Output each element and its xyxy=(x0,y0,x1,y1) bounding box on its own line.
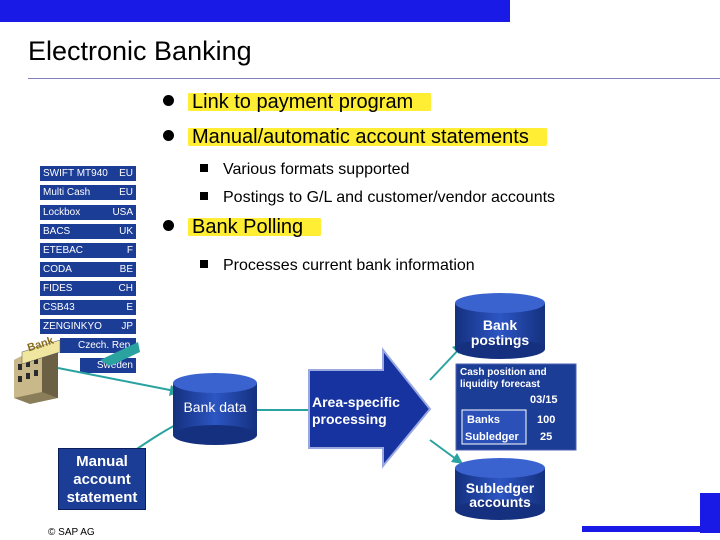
bank-data-label: Bank data xyxy=(183,399,247,415)
format-country: BE xyxy=(119,264,133,275)
corner-bar xyxy=(582,526,700,532)
format-row: BACS UK xyxy=(40,224,136,239)
format-row: CSB43 E xyxy=(40,300,136,315)
format-name: ETEBAC xyxy=(43,245,84,256)
format-row: Lockbox USA xyxy=(40,205,136,220)
square-bullet-icon xyxy=(200,259,208,268)
format-country: E xyxy=(126,302,133,313)
bullet-polling-text: Bank Polling xyxy=(188,216,322,238)
format-name: Multi Cash xyxy=(43,187,91,198)
top-accent-bar xyxy=(0,0,510,22)
format-country: UK xyxy=(119,226,133,237)
forecast-row-label: Subledger xyxy=(465,431,519,443)
format-name: ZENGINKYO xyxy=(43,321,102,332)
sub-bullet-postings: Postings to G/L and customer/vendor acco… xyxy=(200,189,555,207)
square-bullet-icon xyxy=(200,191,208,200)
format-country: EU xyxy=(119,187,133,198)
format-country: USA xyxy=(112,207,133,218)
forecast-row-value: 25 xyxy=(540,431,553,443)
forecast-date: 03/15 xyxy=(530,394,558,406)
format-row: FIDES CH xyxy=(40,281,136,296)
format-country: CH xyxy=(118,283,133,294)
bullet-statements-text: Manual/automatic account statements xyxy=(188,126,547,148)
bullet-dot-icon xyxy=(163,95,174,107)
page-title: Electronic Banking xyxy=(28,36,252,66)
square-bullet-icon xyxy=(200,163,208,172)
sub-bullet-formats: Various formats supported xyxy=(200,161,409,179)
format-row: ZENGINKYO JP xyxy=(40,319,136,334)
forecast-title: Cash position and liquidity forecast xyxy=(460,367,547,390)
processing-arrow xyxy=(308,347,432,469)
title-divider xyxy=(28,78,720,79)
forecast-row-label: Banks xyxy=(467,414,501,426)
format-country: Czech. Rep. xyxy=(77,340,133,351)
bullet-statements: Manual/automatic account statements xyxy=(163,126,547,149)
bank-postings-label: Bank postings xyxy=(470,317,530,348)
format-name: FIDES xyxy=(43,283,73,294)
format-country: JP xyxy=(121,321,133,332)
manual-statement-label: Manual account statement xyxy=(66,453,138,506)
manual-statement-doc: Manual account statement xyxy=(58,448,146,510)
sub-bullet-text: Various formats supported xyxy=(223,161,410,178)
format-country: F xyxy=(126,245,133,256)
bullet-dot-icon xyxy=(163,220,174,232)
sub-bullet-processes: Processes current bank information xyxy=(200,257,475,275)
format-row: Czech. Rep. xyxy=(60,338,136,353)
corner-block xyxy=(700,493,720,533)
bank-to-data-arrow xyxy=(57,367,181,393)
forecast-row-value: 100 xyxy=(537,414,556,426)
format-row: Multi Cash EU xyxy=(40,185,136,200)
format-name: SWIFT MT940 xyxy=(43,168,108,179)
format-country: Sweden xyxy=(96,360,133,371)
bank-building-icon xyxy=(14,339,61,404)
format-row: Sweden xyxy=(80,358,136,373)
bullet-dot-icon xyxy=(163,130,174,142)
processing-label: Area-specific processing xyxy=(312,394,400,427)
copyright-footer: © SAP AG xyxy=(48,527,95,538)
subledger-cylinder xyxy=(455,458,545,520)
bullet-link-text: Link to payment program xyxy=(188,91,432,113)
bank-data-cylinder xyxy=(173,373,257,445)
format-name: CSB43 xyxy=(43,302,75,313)
sub-bullet-text: Postings to G/L and customer/vendor acco… xyxy=(223,189,556,206)
formats-arrow xyxy=(100,342,140,366)
format-row: CODA BE xyxy=(40,262,136,277)
format-row: ETEBAC F xyxy=(40,243,136,258)
bank-postings-cylinder xyxy=(455,293,545,359)
sub-bullet-text: Processes current bank information xyxy=(223,257,475,274)
subledger-accounts-label: Subledger accounts xyxy=(465,480,535,510)
bullet-polling: Bank Polling xyxy=(163,216,322,239)
format-name: Lockbox xyxy=(43,207,81,218)
format-row: SWIFT MT940 EU xyxy=(40,166,136,181)
format-name: CODA xyxy=(43,264,72,275)
format-country: EU xyxy=(119,168,133,179)
bullet-link-payment: Link to payment program xyxy=(163,91,432,114)
forecast-table xyxy=(461,409,527,445)
format-name: BACS xyxy=(43,226,71,237)
